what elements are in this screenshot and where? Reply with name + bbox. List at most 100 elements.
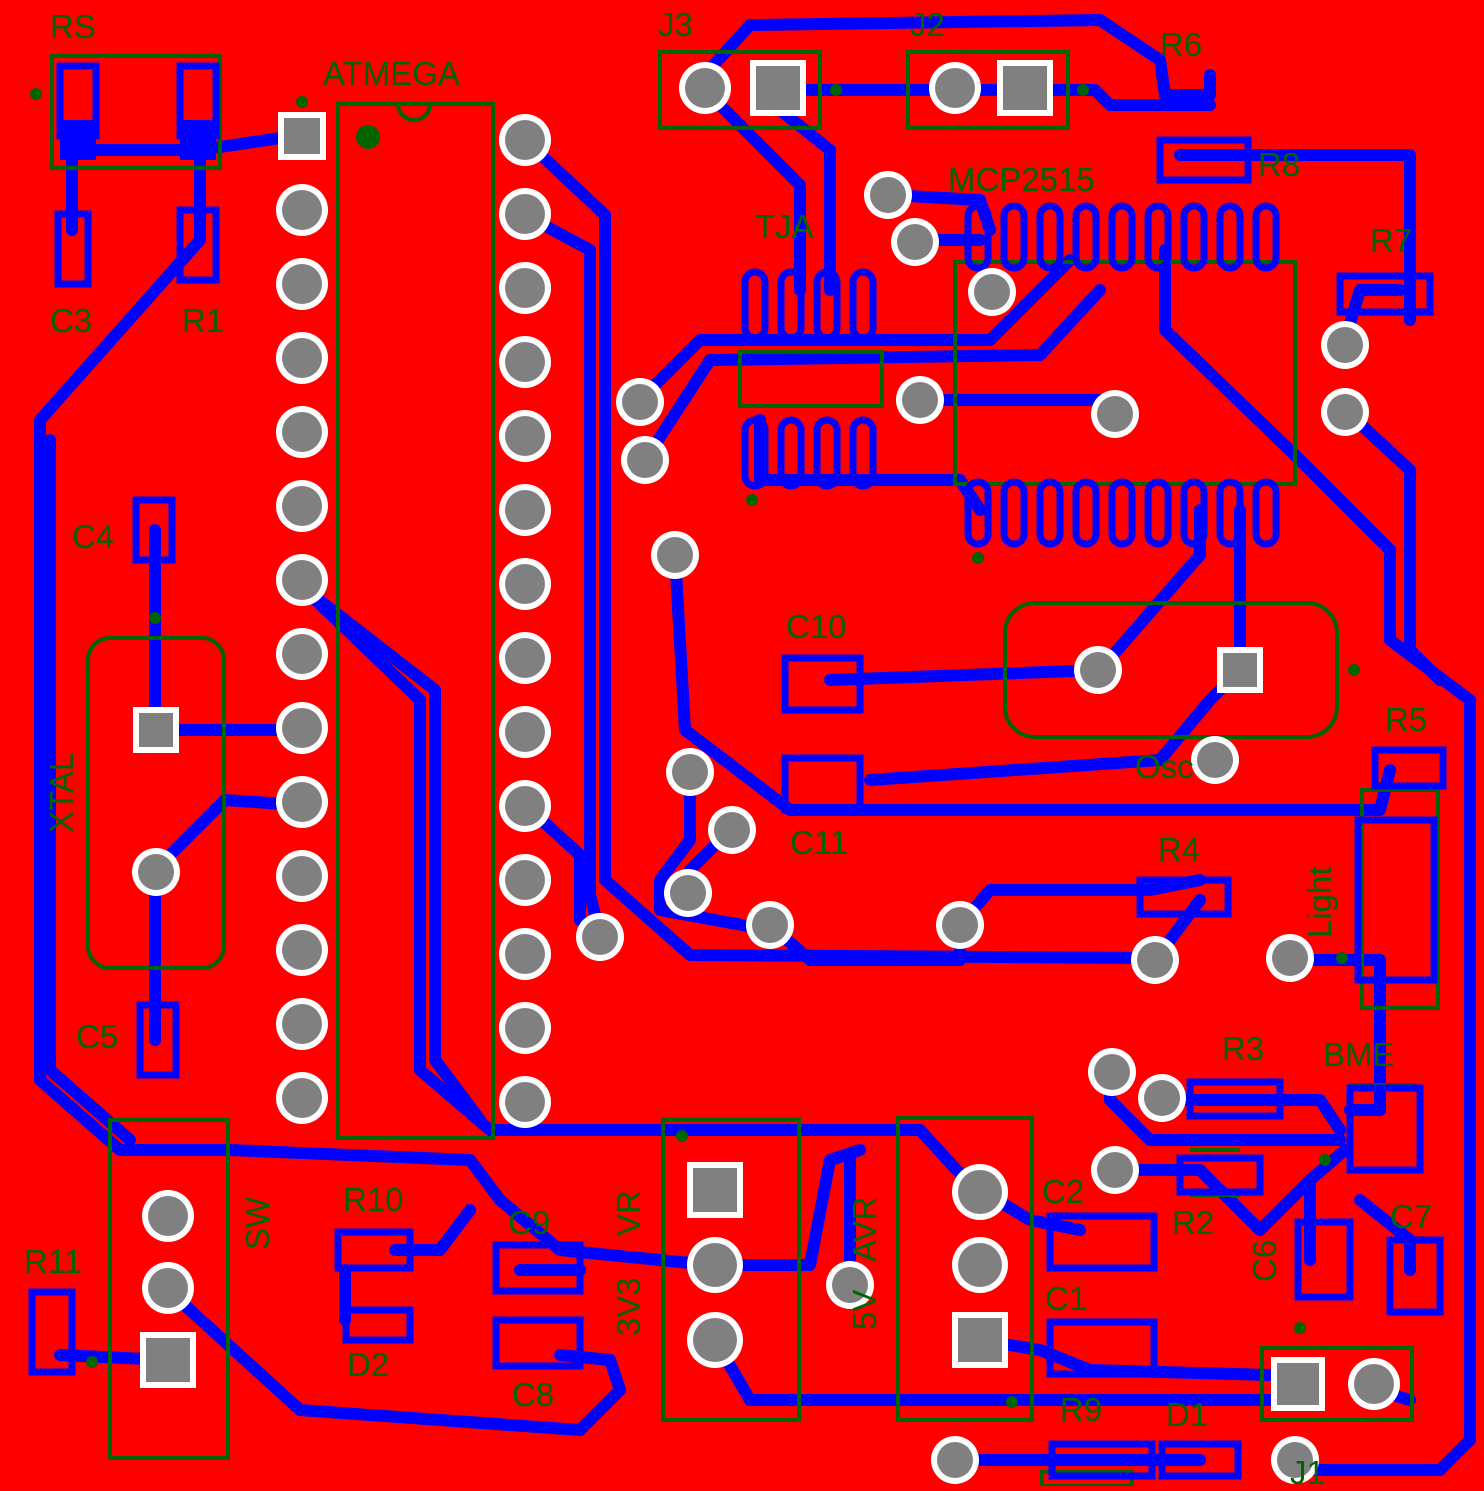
atmega-pin-left-9-drill — [282, 708, 322, 748]
xtal-outline — [86, 636, 226, 970]
c8-pad — [492, 1316, 584, 1370]
c1-pad — [1046, 1318, 1158, 1378]
avr-outline — [896, 1116, 1034, 1422]
trace-tja-mcp-2 — [639, 284, 1106, 466]
silk-dot-12 — [1077, 84, 1089, 96]
mcp-pin-bottom-2 — [1036, 478, 1064, 548]
silk-dot-7 — [1319, 1154, 1331, 1166]
mcp-pin-bottom-3 — [1072, 478, 1100, 548]
atmega-pin-left-7-drill — [282, 560, 322, 600]
c10-pad — [781, 654, 864, 714]
osc-pin-2-drill — [1223, 653, 1257, 687]
sw-pin-3-drill — [148, 1196, 188, 1236]
mcp-pin-top-2 — [1036, 202, 1064, 272]
j2-pin-1-drill — [935, 68, 975, 108]
trace-via-cluster-1 — [654, 764, 776, 936]
trace-left-bus — [34, 144, 716, 1271]
via-23-drill — [937, 1442, 973, 1478]
mcp-pin-top-8 — [1252, 202, 1280, 272]
atmega-pin-right-8-drill — [505, 638, 545, 678]
c5-pad — [136, 1001, 180, 1079]
atmega-pin1-mark — [356, 125, 380, 149]
via-20-drill — [1144, 1080, 1180, 1116]
c7-pad — [1386, 1236, 1444, 1316]
trace-tja-via — [914, 394, 1121, 416]
via-24-drill — [1277, 1442, 1313, 1478]
c2-pad — [1046, 1212, 1158, 1272]
j3-pin-2-drill — [756, 66, 800, 110]
light-pad — [1354, 816, 1438, 984]
r7-pad — [1336, 272, 1434, 316]
atmega-pin-right-1-drill — [505, 120, 545, 160]
vr-pin-3-drill — [693, 1318, 737, 1362]
trace-atmega-power-2 — [294, 579, 486, 1126]
r11-pad — [28, 1288, 76, 1376]
j1-pin-1-drill — [1277, 1363, 1319, 1405]
vr-pin-1-drill — [693, 1168, 737, 1212]
rs-pad-2-fill — [180, 120, 216, 160]
mcp-pin-bottom-6 — [1180, 478, 1208, 548]
xtal-pin-2-drill — [138, 854, 174, 890]
atmega-outline — [336, 102, 495, 1140]
via-17-drill — [1137, 942, 1173, 978]
atmega-pin-left-12-drill — [282, 930, 322, 970]
mcp-pin-bottom-8 — [1252, 478, 1280, 548]
sw-pin-1-drill — [146, 1338, 190, 1382]
osc-outline — [1003, 601, 1339, 739]
light-outline — [1360, 788, 1440, 1010]
trace-right-bus — [1159, 244, 1476, 1476]
mcp-pin-top-6 — [1180, 202, 1208, 272]
sw-outline — [108, 1118, 230, 1460]
via-19-drill — [1094, 1054, 1130, 1090]
avr-pin-3-drill — [958, 1318, 1002, 1362]
via-8-drill — [1327, 394, 1363, 430]
tja-outline — [738, 350, 884, 408]
avr-pin-2-drill — [958, 1243, 1002, 1287]
r10-pad — [334, 1228, 414, 1272]
silk-dot-8 — [1294, 1322, 1306, 1334]
j3-outline — [658, 50, 822, 130]
j1-outline — [1260, 1346, 1414, 1422]
via-21-drill — [1097, 1152, 1133, 1188]
atmega-pin-left-14-drill — [282, 1078, 322, 1118]
trace-left-bus-2 — [44, 434, 136, 1146]
atmega-pin-right-11-drill — [505, 860, 545, 900]
via-4-drill — [627, 442, 663, 478]
via-10-drill — [1197, 742, 1233, 778]
c6-pad — [1294, 1218, 1354, 1301]
d2-pad — [342, 1306, 414, 1344]
trace-tja-mcp-1 — [634, 254, 1076, 406]
silk-dot-5 — [1348, 664, 1360, 676]
atmega-pin-right-7-drill — [505, 564, 545, 604]
rs-outline — [50, 54, 222, 170]
via-13-drill — [670, 875, 706, 911]
bme-pad — [1346, 1084, 1424, 1174]
r3-pad — [1186, 1078, 1284, 1120]
trace-osc-c11 — [864, 664, 1246, 786]
d1-pad — [1158, 1440, 1242, 1480]
through-hole-pads — [132, 60, 1400, 1484]
silk-dot-4 — [972, 552, 984, 564]
via-9-drill — [657, 537, 693, 573]
silk-dot-9 — [676, 1130, 688, 1142]
atmega-pin-right-4-drill — [505, 342, 545, 382]
trace-vr-bottom — [709, 1334, 1296, 1406]
atmega-pin-left-2-drill — [282, 190, 322, 230]
trace-r3-bme-2 — [1154, 1094, 1346, 1136]
c4-pad — [132, 496, 176, 564]
via-3-drill — [622, 384, 658, 420]
mcp-pin-top-4 — [1108, 202, 1136, 272]
tja-pin-bottom-0 — [741, 416, 769, 490]
r5-pad — [1371, 746, 1447, 790]
mcp-pin-bottom-1 — [1000, 478, 1028, 548]
r9-pad — [1048, 1440, 1156, 1480]
atmega-pin-right-13-drill — [505, 1008, 545, 1048]
atmega-pin-right-6-drill — [505, 490, 545, 530]
via-15-drill — [752, 907, 788, 943]
atmega-pin-left-8-drill — [282, 634, 322, 674]
tja-pin-bottom-1 — [777, 416, 805, 490]
j2-pin-2-drill — [1003, 66, 1047, 110]
atmega-pin-left-10-drill — [282, 782, 322, 822]
silkscreen-outlines — [30, 50, 1440, 1486]
